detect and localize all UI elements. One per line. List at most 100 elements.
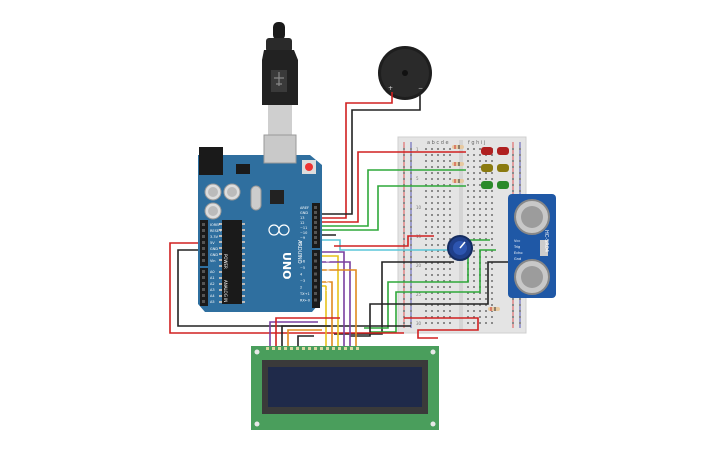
digital-pin-label: ~3 bbox=[300, 279, 305, 283]
digital-pin-label: TX→1 bbox=[299, 292, 310, 296]
led-red-2 bbox=[497, 147, 509, 155]
digital-pin[interactable] bbox=[314, 259, 317, 263]
analog-pin-label: A4 bbox=[210, 294, 215, 298]
lcd-display[interactable] bbox=[251, 346, 439, 430]
power-pin-label: 5V bbox=[210, 241, 215, 245]
wire-led-red bbox=[318, 151, 466, 223]
wire-sensor-trig bbox=[364, 239, 490, 329]
digital-label: DIGITAL (PWM~) bbox=[325, 258, 330, 292]
wire-lcd-black bbox=[281, 325, 330, 346]
power-pin[interactable] bbox=[202, 259, 205, 262]
wire-sensor-echo bbox=[370, 249, 496, 333]
lcd-pin[interactable] bbox=[356, 347, 359, 350]
digital-pin-label: 13 bbox=[300, 216, 304, 220]
lcd-pin[interactable] bbox=[284, 347, 287, 350]
piezo-buzzer[interactable]: + − bbox=[378, 46, 432, 100]
bb-col-letters-right: f g h i j bbox=[468, 140, 485, 146]
wire-5v bbox=[169, 242, 404, 334]
power-pin[interactable] bbox=[202, 241, 205, 244]
power-pin[interactable] bbox=[202, 235, 205, 238]
power-pin-label: Vin bbox=[210, 259, 216, 263]
digital-pin[interactable] bbox=[314, 211, 317, 214]
analog-pin[interactable] bbox=[202, 282, 205, 285]
wire-led-green bbox=[318, 185, 466, 231]
analog-pin[interactable] bbox=[202, 300, 205, 303]
lcd-pin[interactable] bbox=[278, 347, 281, 350]
lcd-pin[interactable] bbox=[266, 347, 269, 350]
led-green-1 bbox=[481, 181, 493, 189]
digital-pin[interactable] bbox=[314, 206, 317, 209]
arduino-uno[interactable]: ARDUINO UNO DIGITAL (PWM~) POWER ANALOG … bbox=[198, 134, 330, 312]
sensor-label: HC-SR04 bbox=[543, 230, 549, 252]
analog-pin-label: A3 bbox=[210, 288, 215, 292]
analog-pin[interactable] bbox=[202, 276, 205, 279]
analog-pin[interactable] bbox=[202, 288, 205, 291]
digital-pin[interactable] bbox=[314, 298, 317, 302]
digital-pin[interactable] bbox=[314, 292, 317, 295]
digital-pin[interactable] bbox=[314, 285, 317, 289]
digital-pin-label: ~6 bbox=[300, 260, 305, 264]
lcd-screen bbox=[268, 367, 422, 407]
bb-row-number: 20 bbox=[416, 263, 422, 268]
lcd-pin[interactable] bbox=[296, 347, 299, 350]
sensor-pin-label: Trig bbox=[513, 245, 520, 249]
power-pin[interactable] bbox=[202, 247, 205, 250]
lcd-pin[interactable] bbox=[338, 347, 341, 350]
power-pin[interactable] bbox=[202, 223, 205, 226]
lcd-pin[interactable] bbox=[290, 347, 293, 350]
wire-lcd-orange-3 bbox=[287, 329, 322, 346]
digital-pin-label: 12 bbox=[300, 221, 304, 225]
leds bbox=[481, 147, 509, 189]
lcd-pin[interactable] bbox=[344, 347, 347, 350]
buzzer-neg-label: − bbox=[418, 85, 423, 92]
wire-lcd-orange-1 bbox=[318, 281, 333, 346]
power-pin-label: GND bbox=[210, 253, 218, 257]
digital-pin[interactable] bbox=[314, 241, 317, 244]
digital-pin-label: RX←0 bbox=[300, 299, 310, 303]
sensor-pin-label: Gnd bbox=[514, 257, 521, 261]
wires bbox=[169, 92, 508, 346]
wire-lcd-black-2 bbox=[297, 335, 314, 346]
digital-pin-label: 4 bbox=[300, 273, 303, 277]
digital-pin[interactable] bbox=[314, 253, 317, 256]
lcd-pin[interactable] bbox=[314, 347, 317, 350]
analog-pin[interactable] bbox=[202, 270, 205, 273]
wire-pot-black bbox=[334, 261, 454, 335]
digital-pin-label: 2 bbox=[300, 286, 302, 290]
lcd-pin[interactable] bbox=[320, 347, 323, 350]
wire-lcd-purple-1 bbox=[318, 251, 345, 346]
lcd-pin[interactable] bbox=[308, 347, 311, 350]
digital-pin-label: 7 bbox=[300, 253, 302, 257]
digital-pin-label: 8 bbox=[300, 241, 302, 245]
digital-pin[interactable] bbox=[314, 231, 317, 234]
wire-lcd-purple-2 bbox=[318, 261, 351, 346]
power-pin[interactable] bbox=[202, 253, 205, 256]
wire-sensor-cyan bbox=[318, 239, 454, 251]
lcd-pin[interactable] bbox=[302, 347, 305, 350]
power-label: POWER bbox=[223, 254, 228, 269]
lcd-pin[interactable] bbox=[332, 347, 335, 350]
buzzer-pos-label: + bbox=[388, 85, 393, 92]
digital-pin[interactable] bbox=[314, 266, 317, 269]
digital-pin[interactable] bbox=[314, 272, 317, 276]
arduino-pin-labels: AREFGND1312~11~10~987~6~54~32TX→1RX←0IOR… bbox=[202, 206, 317, 304]
digital-pin-label: ~10 bbox=[300, 231, 307, 235]
led-yellow-1 bbox=[481, 164, 493, 172]
bb-row-number: 10 bbox=[416, 205, 422, 210]
lcd-pin[interactable] bbox=[326, 347, 329, 350]
analog-pin[interactable] bbox=[202, 294, 205, 297]
power-pin[interactable] bbox=[202, 229, 205, 232]
digital-pin[interactable] bbox=[314, 216, 317, 219]
analog-label: ANALOG IN bbox=[223, 280, 228, 302]
lcd-header-pins bbox=[266, 347, 359, 350]
resistor-3 bbox=[452, 179, 464, 183]
lcd-pin[interactable] bbox=[272, 347, 275, 350]
lcd-pin[interactable] bbox=[350, 347, 353, 350]
potentiometer[interactable] bbox=[447, 235, 473, 261]
digital-pin[interactable] bbox=[314, 221, 317, 224]
digital-pin[interactable] bbox=[314, 279, 317, 282]
digital-pin[interactable] bbox=[314, 226, 317, 229]
digital-pin[interactable] bbox=[314, 236, 317, 239]
